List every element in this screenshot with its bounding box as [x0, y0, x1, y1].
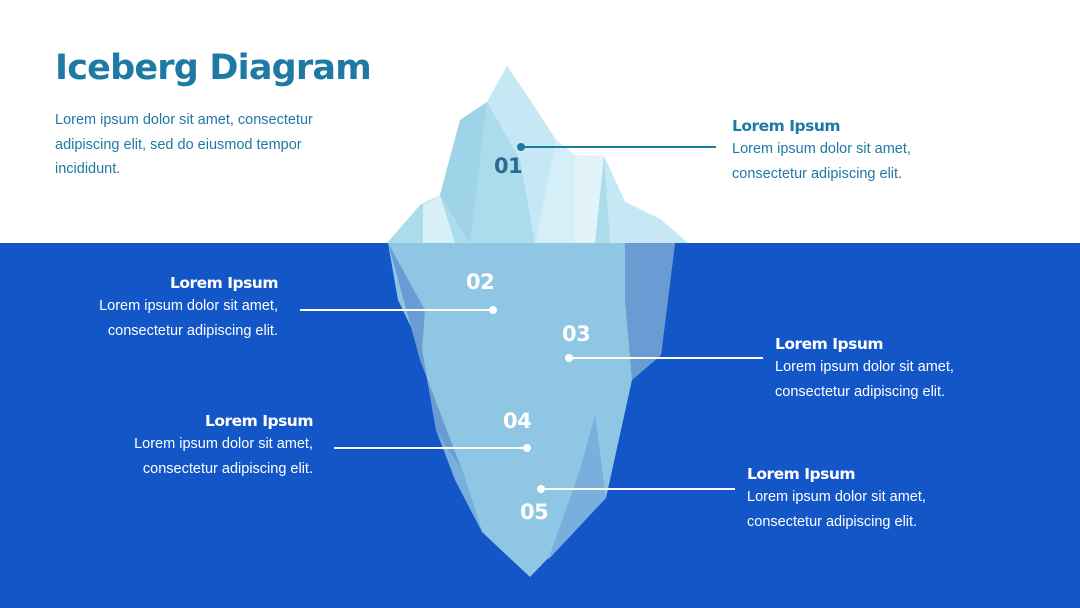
callout-connectors — [300, 143, 763, 493]
iceberg-tip — [387, 66, 688, 243]
callout-text-line: Lorem ipsum dolor sit amet, — [134, 436, 313, 452]
callout-text-line: Lorem ipsum dolor sit amet, — [99, 298, 278, 314]
callout-heading: Lorem Ipsum — [747, 465, 856, 483]
callout-heading: Lorem Ipsum — [732, 117, 841, 135]
callout-04: Lorem Ipsum Lorem ipsum dolor sit amet, … — [134, 410, 313, 482]
callout-heading: Lorem Ipsum — [169, 274, 279, 292]
callout-heading: Lorem Ipsum — [775, 335, 884, 353]
iceberg-underwater — [388, 243, 675, 577]
callout-text-line: consectetur adipiscing elit. — [107, 323, 278, 339]
callout-text-line: Lorem ipsum dolor sit amet, — [775, 359, 954, 375]
callout-text-line: consectetur adipiscing elit. — [775, 384, 946, 400]
callout-02: Lorem Ipsum Lorem ipsum dolor sit amet, … — [99, 272, 278, 344]
step-number-05: 05 — [520, 500, 549, 524]
callout-heading: Lorem Ipsum — [204, 412, 314, 430]
step-number-04: 04 — [503, 409, 532, 433]
callout-05: Lorem Ipsum Lorem ipsum dolor sit amet, … — [747, 463, 926, 535]
callout-text-line: consectetur adipiscing elit. — [732, 166, 903, 182]
step-number-01: 01 — [494, 154, 523, 178]
callout-text-line: consectetur adipiscing elit. — [747, 514, 918, 530]
step-number-03: 03 — [562, 322, 591, 346]
callout-text-line: consectetur adipiscing elit. — [142, 461, 313, 477]
page-title: Iceberg Diagram — [55, 48, 372, 88]
callout-01: Lorem Ipsum Lorem ipsum dolor sit amet, … — [732, 115, 911, 187]
callout-text-line: Lorem ipsum dolor sit amet, — [732, 141, 911, 157]
step-number-02: 02 — [466, 270, 495, 294]
callout-text-line: Lorem ipsum dolor sit amet, — [747, 489, 926, 505]
intro-text: Lorem ipsum dolor sit amet, consectetur … — [55, 112, 313, 177]
callout-03: Lorem Ipsum Lorem ipsum dolor sit amet, … — [775, 333, 954, 405]
